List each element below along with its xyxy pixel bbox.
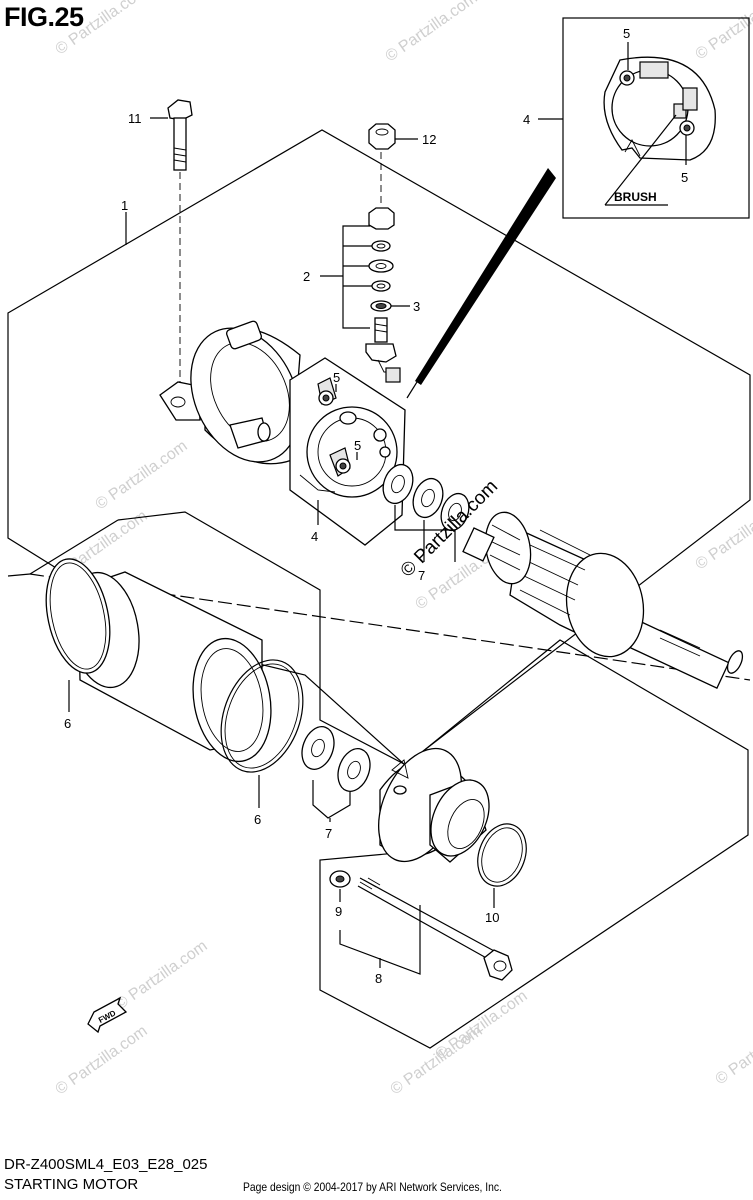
callout-9: 9 bbox=[335, 904, 342, 919]
front-housing bbox=[378, 747, 490, 863]
callout-6: 6 bbox=[64, 716, 71, 731]
watermark-layer: © Partzilla.com © Partzilla.com © Partzi… bbox=[53, 0, 753, 1098]
watermark-text: © Partzilla.com bbox=[693, 0, 753, 63]
fwd-arrow-icon: FWD bbox=[87, 996, 128, 1034]
figure-title: FIG.25 bbox=[4, 2, 84, 32]
callout-2: 2 bbox=[303, 269, 310, 284]
model-code: DR-Z400SML4_E03_E28_025 bbox=[4, 1156, 208, 1173]
o-ring-left: 6 bbox=[45, 558, 111, 731]
washer-9: 9 bbox=[329, 870, 351, 919]
callout-5: 5 bbox=[333, 370, 340, 385]
brush-holder-plate: 5 5 4 bbox=[289, 357, 406, 546]
watermark-text: © Partzilla.com bbox=[693, 498, 753, 574]
callout-4: 4 bbox=[523, 112, 530, 127]
o-ring-10: 10 bbox=[477, 823, 527, 925]
brush-holder-inset: BRUSH 5 5 4 bbox=[406, 17, 750, 399]
watermark-text: © Partzilla.com bbox=[383, 0, 481, 65]
brush-label: BRUSH bbox=[614, 190, 657, 204]
washer-set-lower: 7 bbox=[301, 726, 371, 841]
callout-11: 11 bbox=[128, 111, 142, 126]
copyright-notice: Page design © 2004-2017 by ARI Network S… bbox=[243, 1180, 502, 1194]
watermark-text: © Partzilla.com bbox=[713, 1013, 753, 1089]
callout-8: 8 bbox=[375, 971, 382, 986]
callout-7: 7 bbox=[418, 568, 425, 583]
bolt-11: 11 bbox=[128, 99, 193, 390]
armature bbox=[462, 511, 744, 689]
diagram-name: STARTING MOTOR bbox=[4, 1176, 139, 1193]
lower-outline bbox=[117, 511, 749, 1049]
watermark-text: © Partzilla.com bbox=[53, 1023, 151, 1099]
watermark-text: © Partzilla.com bbox=[53, 0, 151, 58]
callout-4: 4 bbox=[311, 529, 318, 544]
callout-5: 5 bbox=[623, 26, 630, 41]
through-bolt-8: 8 bbox=[339, 877, 513, 986]
washer-set-upper: 7 bbox=[382, 463, 470, 583]
callout-1: 1 bbox=[121, 198, 128, 213]
watermark-text: © Partzilla.com bbox=[93, 438, 191, 514]
o-ring-middle: 6 bbox=[220, 659, 304, 827]
callout-6: 6 bbox=[254, 812, 261, 827]
callout-10: 10 bbox=[485, 910, 499, 925]
rear-end-cover bbox=[159, 320, 301, 465]
terminal-nut-12: 12 bbox=[368, 123, 436, 205]
callout-5: 5 bbox=[354, 438, 361, 453]
watermark-text: © Partzilla.com bbox=[113, 938, 211, 1014]
callout-7: 7 bbox=[325, 826, 332, 841]
callout-5: 5 bbox=[681, 170, 688, 185]
callout-12: 12 bbox=[422, 132, 436, 147]
terminal-washer-stack: 2 3 bbox=[303, 207, 420, 383]
callout-3: 3 bbox=[413, 299, 420, 314]
